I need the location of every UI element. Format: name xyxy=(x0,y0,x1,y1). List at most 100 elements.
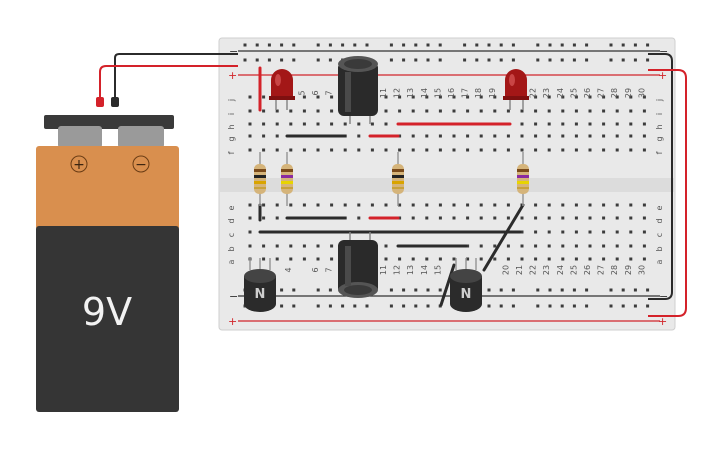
breadboard-hole xyxy=(588,109,592,113)
rail-hole xyxy=(475,58,479,62)
rail-hole xyxy=(328,288,332,292)
breadboard-hole xyxy=(602,95,606,99)
rail-hole xyxy=(328,58,332,62)
breadboard-hole xyxy=(629,134,633,138)
rail-hole xyxy=(243,43,247,47)
bottom-right-plus-symbol: + xyxy=(658,315,667,328)
rail-hole xyxy=(621,58,625,62)
breadboard-hole xyxy=(629,230,633,234)
breadboard-hole xyxy=(574,244,578,248)
rail-hole xyxy=(267,43,271,47)
column-number-top-18: 18 xyxy=(474,88,483,98)
breadboard-hole xyxy=(248,216,252,220)
breadboard-hole xyxy=(398,109,402,113)
breadboard-hole xyxy=(561,109,565,113)
breadboard-hole xyxy=(330,257,334,261)
breadboard-hole xyxy=(534,203,538,207)
breadboard-hole xyxy=(330,244,334,248)
breadboard-hole xyxy=(615,230,619,234)
breadboard-hole xyxy=(574,230,578,234)
rail-hole xyxy=(621,43,625,47)
breadboard-hole xyxy=(262,134,266,138)
breadboard-hole xyxy=(411,148,415,152)
rail-hole xyxy=(511,288,515,292)
breadboard-hole xyxy=(411,95,415,99)
column-number-top-29: 29 xyxy=(624,88,633,98)
breadboard-hole xyxy=(289,257,293,261)
rail-hole xyxy=(499,304,503,308)
breadboard-hole xyxy=(289,203,293,207)
top-left-plus-symbol: + xyxy=(228,69,237,82)
breadboard-hole xyxy=(262,109,266,113)
rail-hole xyxy=(633,58,637,62)
column-number-bottom-27: 27 xyxy=(597,265,606,275)
rail-hole xyxy=(609,43,613,47)
breadboard-hole xyxy=(506,216,510,220)
row-letter-right-i: i xyxy=(655,113,664,115)
battery-leads xyxy=(96,53,238,107)
breadboard-hole xyxy=(493,134,497,138)
rail-hole xyxy=(511,58,515,62)
column-number-top-12: 12 xyxy=(393,88,402,98)
breadboard-hole xyxy=(520,122,524,126)
breadboard-hole xyxy=(615,95,619,99)
breadboard-hole xyxy=(425,109,429,113)
breadboard-hole xyxy=(438,134,442,138)
resistor-3 xyxy=(392,152,404,206)
breadboard-hole xyxy=(479,95,483,99)
column-numbers: 4566771111121213131414151516171819202121… xyxy=(284,88,647,275)
breadboard-hole xyxy=(302,257,306,261)
breadboard-hole xyxy=(384,95,388,99)
row-letter-left-d: d xyxy=(227,218,236,223)
rail-hole xyxy=(585,288,589,292)
breadboard-hole xyxy=(316,122,320,126)
breadboard-hole xyxy=(602,216,606,220)
breadboard-hole xyxy=(384,244,388,248)
rail-hole xyxy=(633,288,637,292)
rail-hole xyxy=(280,58,284,62)
rail-hole xyxy=(316,304,320,308)
battery-top-band xyxy=(36,146,179,230)
rail-hole xyxy=(572,58,576,62)
breadboard-hole xyxy=(602,230,606,234)
row-letter-right-c: c xyxy=(655,233,664,237)
rail-hole xyxy=(585,58,589,62)
column-number-bottom-23: 23 xyxy=(542,265,551,275)
rail-hole xyxy=(463,58,467,62)
column-number-top-17: 17 xyxy=(461,88,470,98)
rail-hole xyxy=(414,43,418,47)
column-number-top-14: 14 xyxy=(420,88,429,98)
breadboard-hole xyxy=(588,122,592,126)
row-letter-left-j: j xyxy=(227,99,236,102)
battery-minus-label: − xyxy=(135,157,147,173)
rail-hole xyxy=(426,43,430,47)
breadboard-hole xyxy=(493,216,497,220)
breadboard-hole xyxy=(642,109,646,113)
breadboard-hole xyxy=(602,148,606,152)
breadboard-hole xyxy=(547,230,551,234)
breadboard-hole xyxy=(479,203,483,207)
breadboard-hole xyxy=(384,203,388,207)
breadboard-hole xyxy=(642,257,646,261)
breadboard-hole xyxy=(262,244,266,248)
breadboard-hole xyxy=(642,230,646,234)
breadboard-hole xyxy=(411,203,415,207)
breadboard-hole xyxy=(384,257,388,261)
breadboard-hole xyxy=(452,134,456,138)
breadboard-hole xyxy=(629,109,633,113)
led-right xyxy=(503,69,529,110)
breadboard-hole xyxy=(561,95,565,99)
breadboard-hole xyxy=(561,216,565,220)
rail-hole xyxy=(499,288,503,292)
wire-black-diagonal-right xyxy=(482,203,525,272)
breadboard-hole xyxy=(561,203,565,207)
battery-plus-label: + xyxy=(73,157,85,173)
breadboard-hole xyxy=(493,95,497,99)
breadboard-hole xyxy=(275,216,279,220)
column-number-top-16: 16 xyxy=(447,88,456,98)
breadboard-hole xyxy=(357,148,361,152)
breadboard-hole xyxy=(493,244,497,248)
breadboard-hole xyxy=(438,95,442,99)
column-number-top-30: 30 xyxy=(637,88,646,98)
column-number-bottom-28: 28 xyxy=(610,265,619,275)
